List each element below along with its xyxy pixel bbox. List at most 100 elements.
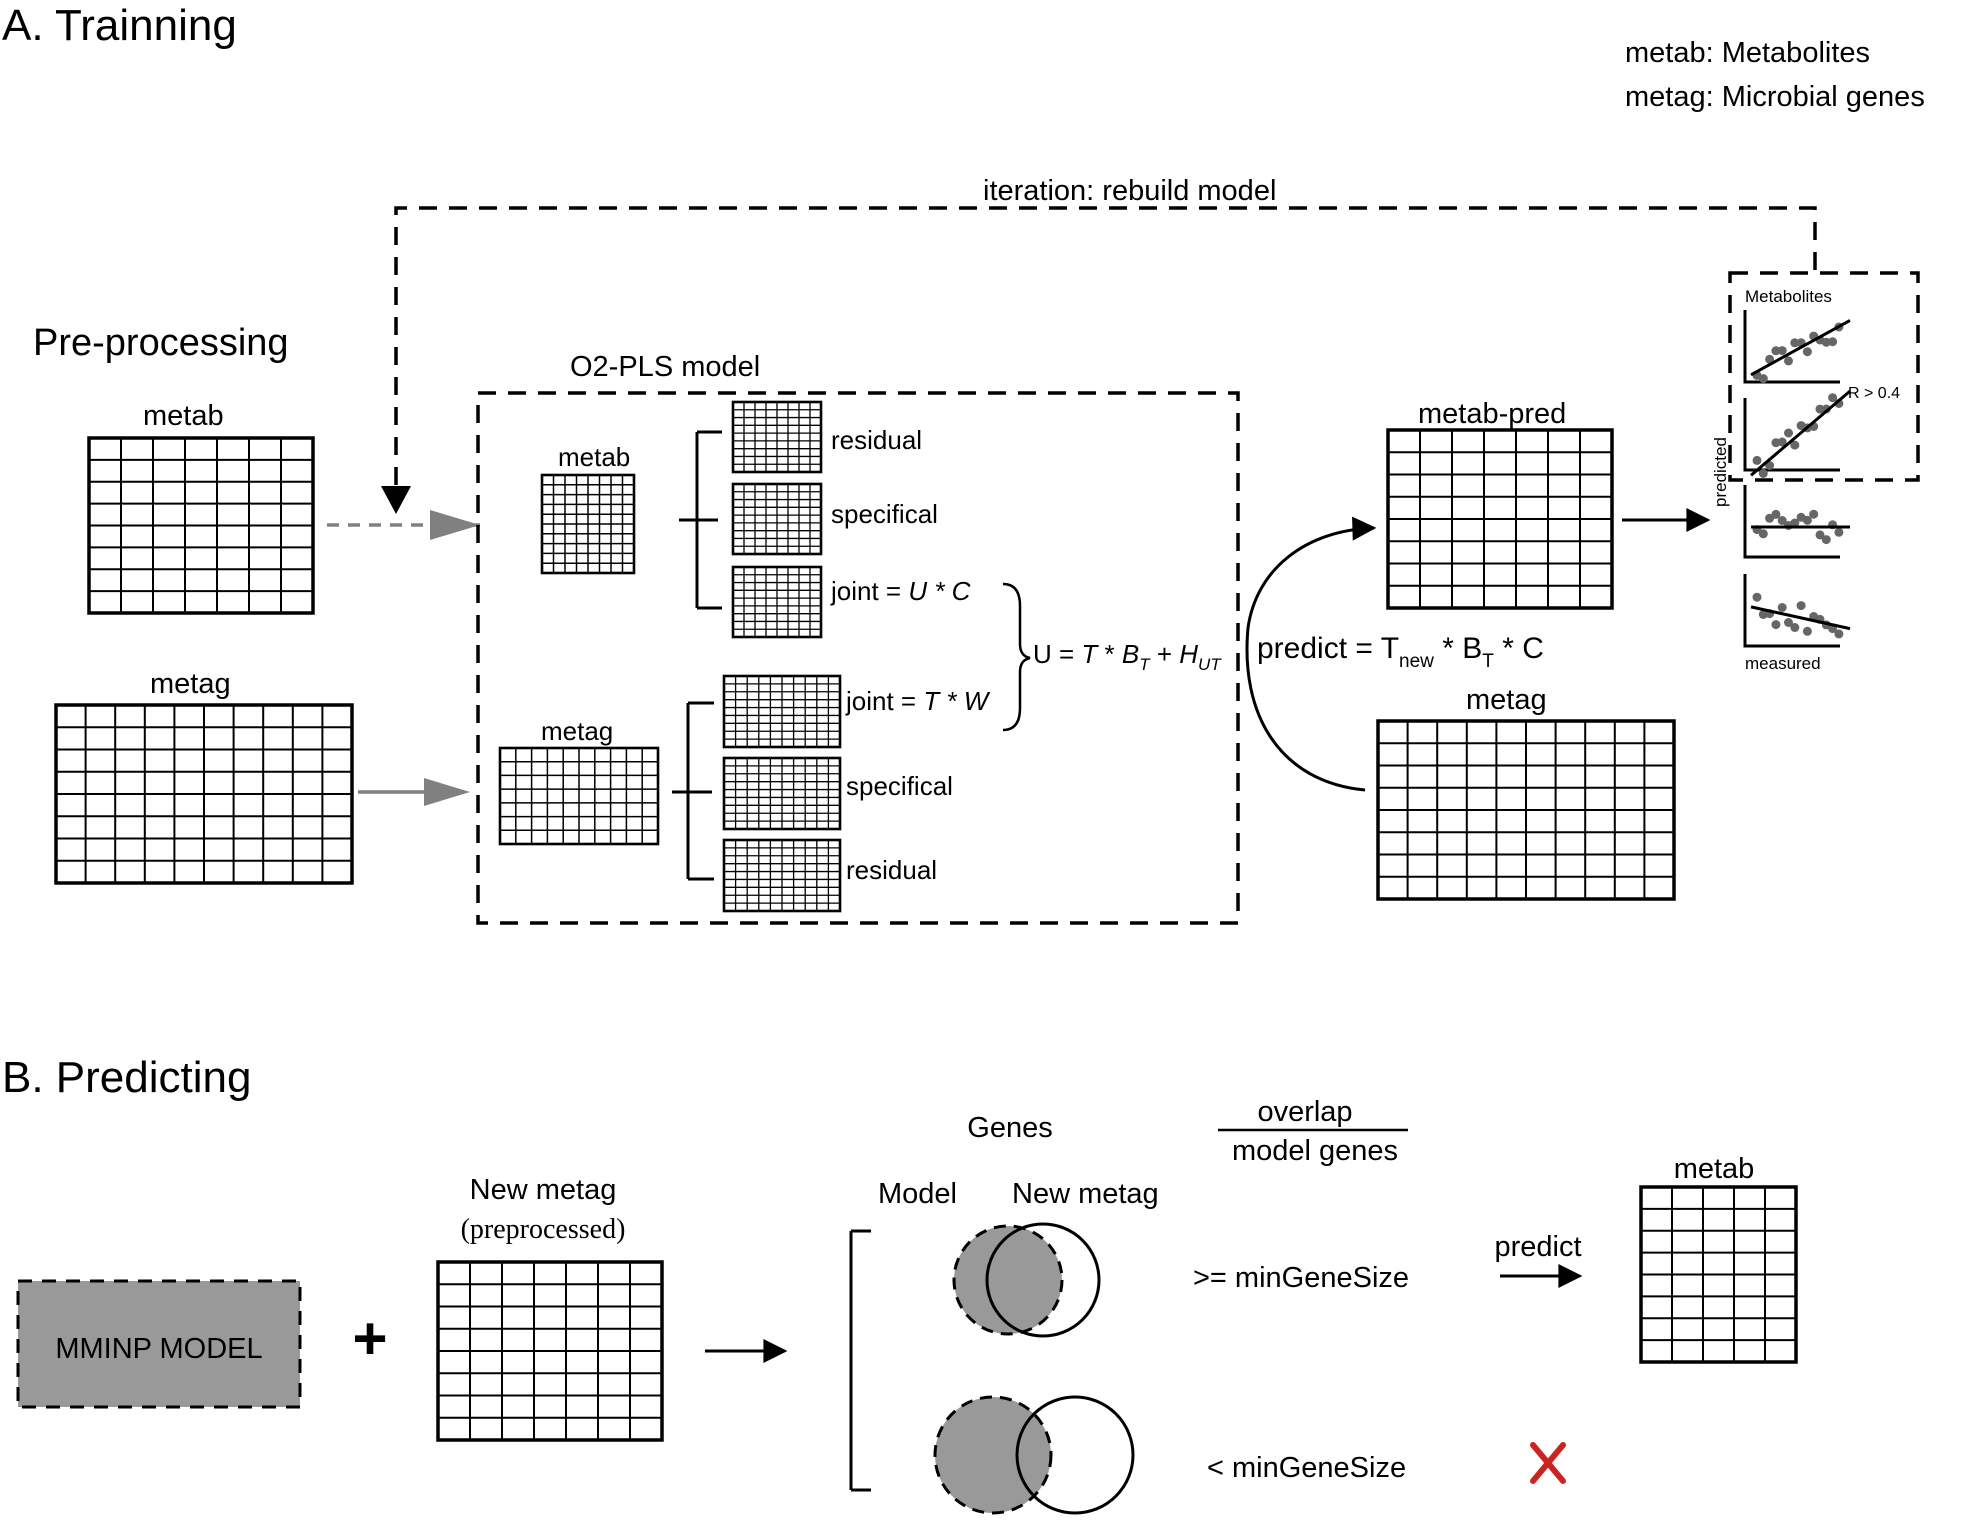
metag-specifical-label: specifical <box>846 771 953 801</box>
scatter-point <box>1815 530 1825 540</box>
input-metab-label: metab <box>143 400 224 432</box>
scatter-point <box>1758 469 1768 478</box>
metag-decomposition-bracket <box>672 701 714 881</box>
scatter-plot-4 <box>1743 574 1851 648</box>
venn-bottom-model-circle <box>933 1395 1053 1515</box>
metag-right-matrix <box>1376 719 1676 901</box>
fraction-numerator: overlap <box>1257 1096 1352 1128</box>
u-formula: U = T * BT + HUT <box>1033 639 1222 674</box>
scatter-point <box>1777 346 1787 356</box>
metab-decomposition-bracket <box>679 430 722 610</box>
scatter-fit-line <box>1750 605 1851 631</box>
venn-top-new-metag-circle <box>985 1222 1101 1338</box>
metab-joint-label: joint = U * C <box>830 576 971 606</box>
metag-residual-matrix <box>722 838 842 913</box>
scatter-point <box>1828 337 1838 347</box>
scatter-point <box>1802 347 1812 357</box>
scatter-plot-3 <box>1743 485 1850 559</box>
iteration-label: iteration: rebuild model <box>983 175 1276 207</box>
input-metag-matrix <box>54 703 354 885</box>
scatter-point <box>1771 346 1781 356</box>
condition-ge-label: >= minGeneSize <box>1193 1262 1409 1294</box>
model-metab-label: metab <box>558 442 630 472</box>
scatter-ylabel: predicted <box>1711 437 1730 507</box>
legend-metag: metag: Microbial genes <box>1625 81 1925 113</box>
scatter-point <box>1765 354 1775 364</box>
new-metag-matrix <box>436 1260 664 1442</box>
scatter-point <box>1790 338 1800 348</box>
scatter-point <box>1752 592 1762 602</box>
scatter-point <box>1777 516 1787 525</box>
legend-metab: metab: Metabolites <box>1625 37 1870 69</box>
selected-metabolites-box <box>1728 271 1920 482</box>
section-a-title: A. Trainning <box>2 1 237 50</box>
venn-new-metag-label: New metag <box>1012 1178 1159 1210</box>
predict-formula: predict = Tnew * BT * C <box>1257 632 1544 672</box>
venn-bottom-new-metag-circle <box>1015 1395 1135 1515</box>
venn-model-label: Model <box>878 1178 957 1210</box>
scatter-point <box>1809 509 1819 519</box>
fraction-denominator: model genes <box>1232 1135 1398 1167</box>
model-metag-label: metag <box>541 716 613 746</box>
metab-residual-matrix <box>731 400 823 474</box>
scatter-plots <box>1743 310 1851 648</box>
mminp-model-box <box>16 1279 302 1409</box>
metab-specifical-label: specifical <box>831 499 938 529</box>
metab-pred-label: metab-pred <box>1418 398 1566 430</box>
scatter-point <box>1784 428 1793 438</box>
scatter-point <box>1784 618 1793 627</box>
scatter-threshold: R > 0.4 <box>1848 385 1900 402</box>
metag-specifical-matrix <box>722 756 842 831</box>
model-metab-matrix <box>540 473 636 575</box>
scatter-point <box>1834 527 1844 537</box>
input-metab-matrix <box>87 436 315 615</box>
metab-pred-matrix <box>1386 428 1614 610</box>
model-metag-matrix <box>498 746 660 846</box>
scatter-point <box>1758 529 1768 539</box>
predict-label: predict <box>1494 1231 1581 1263</box>
output-metab-label: metab <box>1674 1153 1755 1185</box>
venn-top-model-circle <box>952 1224 1064 1336</box>
plus-sign: + <box>352 1305 387 1372</box>
scatter-point <box>1771 620 1781 630</box>
scatter-point <box>1758 374 1768 384</box>
new-metag-label: New metag <box>470 1174 617 1206</box>
genes-label: Genes <box>967 1112 1052 1144</box>
metab-specifical-matrix <box>731 482 823 556</box>
scatter-fit-line <box>1750 319 1851 377</box>
condition-bracket <box>849 1229 871 1492</box>
preprocessing-label: Pre-processing <box>33 322 289 364</box>
iteration-arrowhead <box>381 486 411 514</box>
condition-lt-label: < minGeneSize <box>1207 1452 1406 1484</box>
o2pls-model-box <box>476 391 1240 925</box>
output-metab-matrix <box>1639 1185 1798 1364</box>
scatter-point <box>1752 455 1762 465</box>
scatter-point <box>1784 356 1793 366</box>
input-metag-label: metag <box>150 668 231 700</box>
metag-joint-label: joint = T * W <box>845 686 991 716</box>
mminp-model-label: MMINP MODEL <box>55 1333 262 1365</box>
scatter-point <box>1802 515 1812 525</box>
metab-residual-label: residual <box>831 425 922 455</box>
metag-residual-label: residual <box>846 855 937 885</box>
scatter-point <box>1821 535 1831 545</box>
scatter-point <box>1790 518 1800 528</box>
scatter-point <box>1796 601 1806 611</box>
predict-curved-arrow <box>1245 516 1377 792</box>
model-title: O2-PLS model <box>570 351 760 383</box>
section-b-title: B. Predicting <box>2 1053 251 1102</box>
metab-joint-matrix <box>731 565 823 639</box>
cross-mark-icon <box>1530 1442 1566 1484</box>
metag-right-label: metag <box>1466 684 1547 716</box>
metag-joint-matrix <box>722 674 842 749</box>
scatter-point <box>1802 626 1812 636</box>
scatter-plot-2 <box>1743 389 1851 478</box>
iteration-loop-line <box>394 206 1817 486</box>
scatter-point <box>1828 393 1838 403</box>
scatter-title: Metabolites <box>1745 287 1832 306</box>
scatter-point <box>1815 404 1825 414</box>
metab-arrowhead <box>430 510 480 540</box>
scatter-point <box>1771 509 1781 519</box>
joint-curly-brace <box>1002 582 1031 732</box>
